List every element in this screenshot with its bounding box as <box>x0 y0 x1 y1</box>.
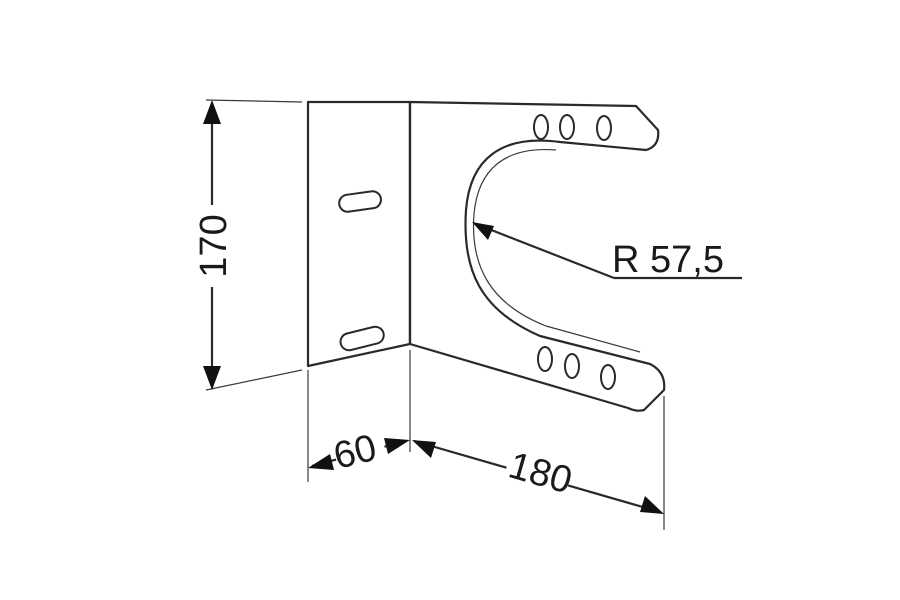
mounting-flange <box>306 100 412 368</box>
upper-hole-2 <box>559 114 575 140</box>
flange-width-dimension: 60 <box>307 350 411 482</box>
flange-width-label: 60 <box>330 427 381 478</box>
lower-hole-2 <box>564 353 580 379</box>
length-arrow-left <box>412 440 436 458</box>
height-label: 170 <box>193 214 235 277</box>
lower-hole-1 <box>537 346 553 372</box>
radius-callout: R 57,5 <box>472 222 742 281</box>
plate-length-label: 180 <box>504 445 577 503</box>
fork-plate <box>408 100 666 412</box>
lower-slot <box>339 325 385 352</box>
upper-hole-1 <box>533 114 549 140</box>
height-arrow-bottom <box>203 366 221 390</box>
width-arrow-right <box>384 438 410 454</box>
radius-label: R 57,5 <box>612 239 724 281</box>
lower-hole-3 <box>600 364 616 390</box>
length-arrow-right <box>640 496 664 514</box>
upper-hole-3 <box>596 115 612 141</box>
radius-arrow <box>472 222 494 240</box>
upper-slot <box>338 190 382 213</box>
width-arrow-left <box>308 454 334 470</box>
plate-length-dimension: 180 <box>412 396 665 530</box>
height-arrow-top <box>203 100 221 124</box>
height-dimension: 170 <box>193 99 303 391</box>
